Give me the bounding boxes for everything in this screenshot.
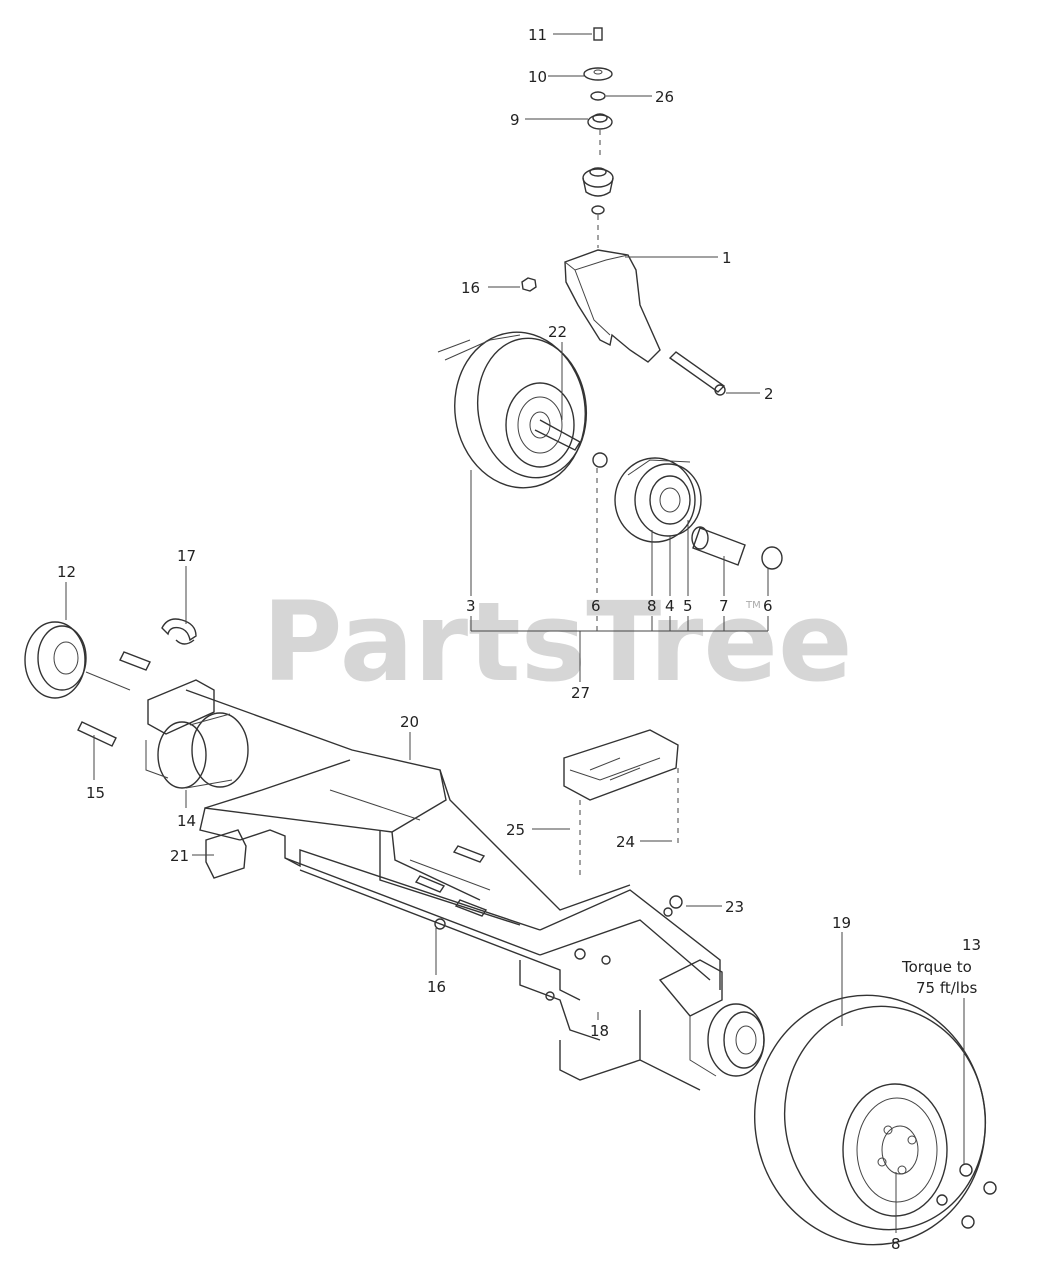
- callout-21: 21: [170, 847, 189, 865]
- callout-12: 12: [57, 563, 76, 581]
- callout-19: 19: [832, 914, 851, 932]
- callout-26: 26: [655, 88, 674, 106]
- callout-labels: 11 10 26 9 1 16 22 2 3 6 8 4 5 7 6 27 12…: [57, 26, 981, 1253]
- watermark-tm: TM: [745, 600, 761, 611]
- callout-3: 3: [466, 597, 476, 615]
- callout-20: 20: [400, 713, 419, 731]
- callout-4: 4: [665, 597, 675, 615]
- callout-17: 17: [177, 547, 196, 565]
- callout-11: 11: [528, 26, 547, 44]
- callout-16-bottom: 16: [427, 978, 446, 996]
- callout-13: 13: [962, 936, 981, 954]
- torque-note-line2: 75 ft/lbs: [916, 979, 977, 997]
- callout-24: 24: [616, 833, 635, 851]
- frame-drawing: [24, 618, 765, 1091]
- rear-wheel-drawing: [753, 994, 997, 1246]
- watermark-text: PartsTree: [262, 578, 853, 706]
- callout-23: 23: [725, 898, 744, 916]
- callout-6-right: 6: [763, 597, 773, 615]
- callout-14: 14: [177, 812, 196, 830]
- callout-18: 18: [590, 1022, 609, 1040]
- callout-2: 2: [764, 385, 774, 403]
- callout-5: 5: [683, 597, 693, 615]
- callout-6-left: 6: [591, 597, 601, 615]
- leader-lines: [65, 33, 965, 1233]
- callout-8-bottom: 8: [891, 1235, 901, 1253]
- torque-note-line1: Torque to: [901, 958, 972, 976]
- callout-8-top: 8: [647, 597, 657, 615]
- callout-7: 7: [719, 597, 729, 615]
- callout-1: 1: [722, 249, 732, 267]
- callout-16-top: 16: [461, 279, 480, 297]
- caster-stack-drawing: [437, 27, 783, 570]
- callout-10: 10: [528, 68, 547, 86]
- callout-22: 22: [548, 323, 567, 341]
- callout-9: 9: [510, 111, 520, 129]
- callout-27: 27: [571, 684, 590, 702]
- callout-15: 15: [86, 784, 105, 802]
- callout-25: 25: [506, 821, 525, 839]
